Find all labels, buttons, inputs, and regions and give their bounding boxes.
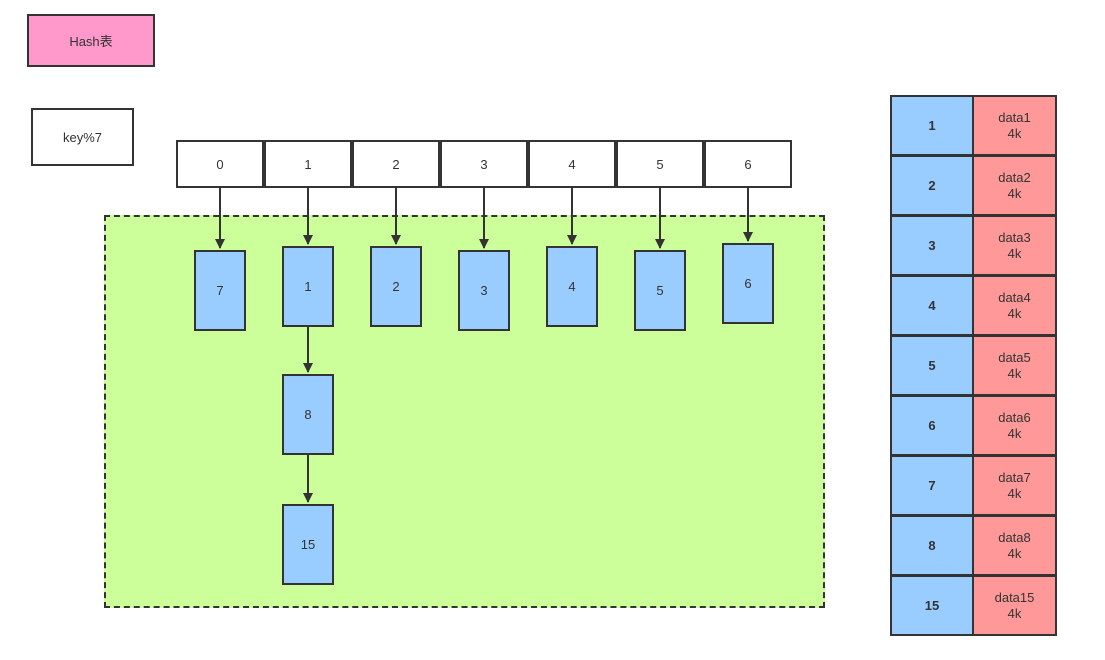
data-key: 2	[890, 155, 974, 216]
data-value-size: 4k	[1007, 125, 1022, 141]
data-key: 5	[890, 335, 974, 396]
hash-function-box: key%7	[31, 108, 134, 166]
bucket-node-1: 1	[282, 246, 334, 327]
data-value-name: data3	[998, 229, 1031, 245]
data-value-size: 4k	[1007, 485, 1022, 501]
title-box: Hash表	[27, 14, 155, 67]
data-key: 6	[890, 395, 974, 456]
node-label: 4	[568, 279, 576, 294]
index-label: 1	[304, 156, 312, 172]
title-label: Hash表	[69, 34, 113, 49]
chain-node-1-3: 15	[282, 504, 334, 585]
data-value-name: data6	[998, 409, 1031, 425]
index-label: 6	[744, 156, 752, 172]
node-label: 2	[392, 279, 400, 294]
node-label: 5	[656, 283, 664, 298]
index-cell-0: 0	[176, 140, 264, 188]
node-label: 6	[744, 276, 752, 291]
data-value-name: data7	[998, 469, 1031, 485]
bucket-node-0: 7	[194, 250, 246, 331]
data-value-name: data15	[994, 589, 1035, 605]
data-value-size: 4k	[1007, 305, 1022, 321]
data-value-size: 4k	[1007, 245, 1022, 261]
data-value-name: data8	[998, 529, 1031, 545]
data-key: 15	[890, 575, 974, 636]
bucket-node-3: 3	[458, 250, 510, 331]
data-value-size: 4k	[1007, 365, 1022, 381]
index-label: 3	[480, 156, 488, 172]
bucket-node-6: 6	[722, 243, 774, 324]
index-label: 5	[656, 156, 664, 172]
index-cell-2: 2	[352, 140, 440, 188]
data-value-name: data2	[998, 169, 1031, 185]
data-value-size: 4k	[1007, 605, 1022, 621]
node-label: 7	[216, 283, 224, 298]
chain-node-1-2: 8	[282, 374, 334, 455]
node-label: 1	[304, 279, 312, 294]
node-label: 15	[300, 537, 316, 552]
data-value-size: 4k	[1007, 425, 1022, 441]
index-label: 4	[568, 156, 576, 172]
data-key: 1	[890, 95, 974, 156]
data-value-name: data4	[998, 289, 1031, 305]
data-value-size: 4k	[1007, 545, 1022, 561]
data-key: 4	[890, 275, 974, 336]
data-key: 8	[890, 515, 974, 576]
data-value-name: data5	[998, 349, 1031, 365]
index-cell-1: 1	[264, 140, 352, 188]
data-value-size: 4k	[1007, 185, 1022, 201]
index-label: 2	[392, 156, 400, 172]
index-cell-3: 3	[440, 140, 528, 188]
node-label: 8	[304, 407, 312, 422]
index-label: 0	[216, 156, 224, 172]
index-cell-5: 5	[616, 140, 704, 188]
data-value-name: data1	[998, 109, 1031, 125]
bucket-node-4: 4	[546, 246, 598, 327]
index-cell-4: 4	[528, 140, 616, 188]
bucket-node-2: 2	[370, 246, 422, 327]
node-label: 3	[480, 283, 488, 298]
bucket-node-5: 5	[634, 250, 686, 331]
hash-function-label: key%7	[62, 129, 103, 145]
index-cell-6: 6	[704, 140, 792, 188]
data-key: 7	[890, 455, 974, 516]
data-key: 3	[890, 215, 974, 276]
